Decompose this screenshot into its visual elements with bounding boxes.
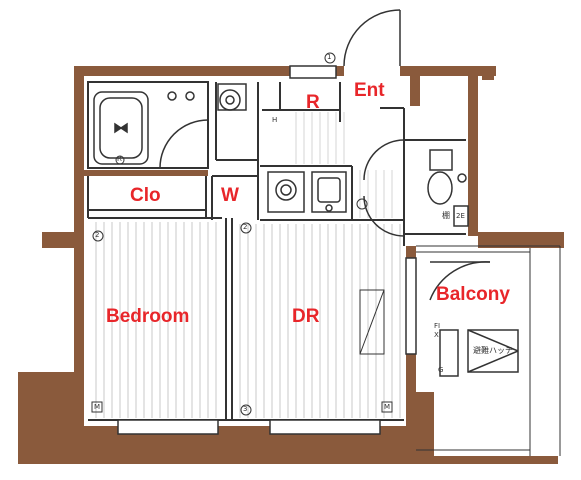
marker-2e: 2E: [456, 212, 465, 220]
room-label-bedroom: Bedroom: [106, 306, 190, 327]
room-label-entrance: Ent: [354, 80, 385, 101]
kitchen-sink: [311, 171, 347, 213]
marker-3: 3: [243, 405, 248, 413]
balcony-outline: [416, 245, 561, 456]
evacuation-hatch: [439, 329, 519, 377]
room-label-refrigerator: R: [306, 92, 320, 113]
marker-m-right: M: [384, 403, 391, 411]
fix-label: FIX: [434, 322, 441, 339]
marker-2-dining: 2: [243, 223, 248, 231]
stove: [267, 171, 305, 213]
bedroom-floor: [95, 222, 217, 418]
doors: [159, 9, 491, 301]
shelf-label: 棚: [442, 211, 450, 220]
tv-shelf: [359, 289, 385, 355]
marker-2-bedroom: 2: [95, 231, 100, 239]
room-label-closet: Clo: [130, 185, 161, 206]
bathtub: [93, 91, 195, 165]
markers: [91, 52, 393, 416]
marker-g: G: [438, 366, 444, 374]
room-label-balcony: Balcony: [436, 284, 510, 305]
washbasin: [217, 83, 247, 111]
room-label-washer: W: [221, 185, 239, 206]
toilet: [427, 149, 469, 227]
windows: [117, 65, 417, 435]
kitchen-floor: [295, 112, 393, 218]
evacuation-hatch-label: 避難ハッチ: [473, 346, 513, 355]
room-label-dr: DR: [292, 306, 320, 327]
marker-r-bath: R: [117, 155, 122, 163]
marker-m-left: M: [94, 403, 101, 411]
dining-floor: [239, 224, 401, 418]
exterior-walls: [18, 66, 564, 464]
marker-1: 1: [327, 53, 332, 61]
marker-h: H: [272, 116, 278, 124]
